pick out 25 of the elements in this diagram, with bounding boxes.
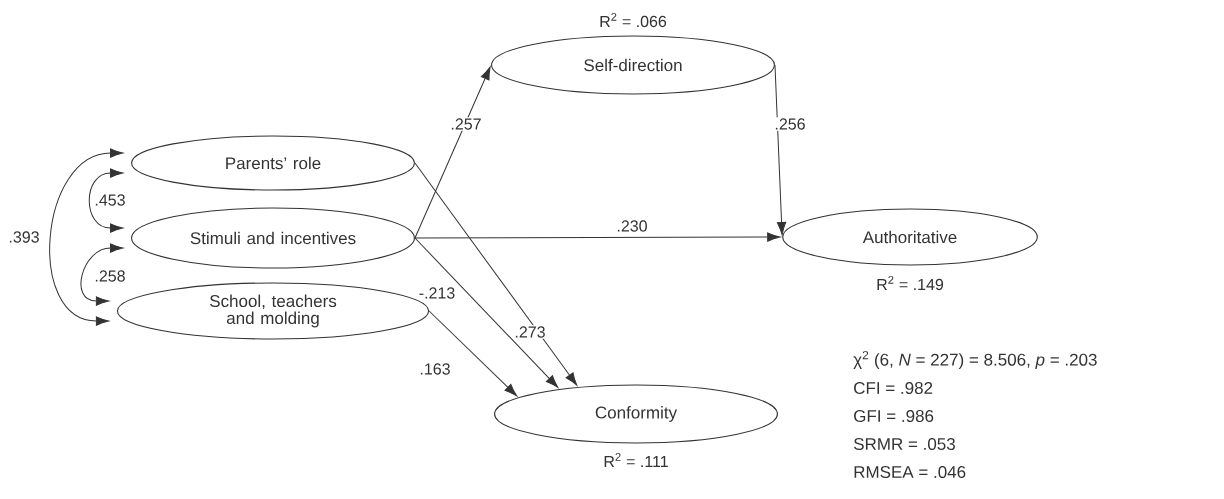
fit-statistic: χ$^{2}$ (6, N = 227) = 8.506, p = .203 bbox=[853, 350, 1097, 370]
edge-label: .230 bbox=[615, 219, 649, 233]
fit-statistic: CFI = .982 bbox=[854, 382, 933, 395]
fit-statistic: GFI = .986 bbox=[854, 410, 934, 423]
edge-label: .163 bbox=[418, 362, 452, 376]
path-arrow bbox=[80, 243, 124, 306]
path-arrow bbox=[49, 148, 124, 326]
r-squared-label: R$^{2}$ = .066 bbox=[600, 12, 667, 28]
edge-label: .453 bbox=[93, 193, 127, 207]
edge-label: .256 bbox=[773, 117, 807, 131]
edge-label: .393 bbox=[7, 230, 41, 244]
edge-label: .258 bbox=[93, 269, 127, 283]
r-squared-label: R$^{2}$ = .149 bbox=[877, 275, 944, 291]
fit-statistic: RMSEA = .046 bbox=[854, 466, 966, 479]
path-arrow bbox=[414, 232, 781, 242]
edge-label: .273 bbox=[513, 325, 547, 339]
path-arrow bbox=[414, 162, 578, 386]
path-arrow bbox=[428, 310, 518, 397]
path-arrow bbox=[88, 168, 124, 233]
path-arrow bbox=[414, 237, 559, 388]
r-squared-label: R$^{2}$ = .111 bbox=[604, 452, 668, 468]
path-arrow bbox=[414, 66, 491, 239]
path-arrow bbox=[774, 64, 787, 236]
fit-statistic: SRMR = .053 bbox=[854, 438, 955, 451]
edge-label: .257 bbox=[449, 117, 483, 131]
